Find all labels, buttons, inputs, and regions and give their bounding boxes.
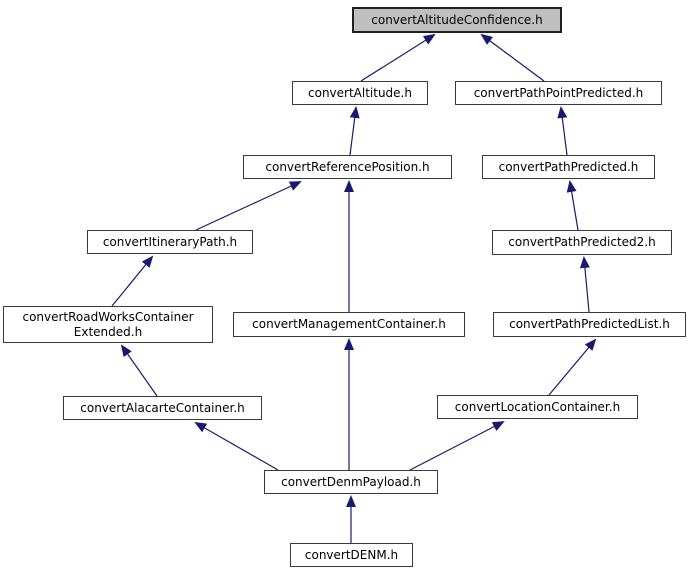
edge-denm-payload-to-alacarte-container <box>194 422 279 471</box>
graph-node-path-predicted2[interactable]: convertPathPredicted2.h <box>492 230 672 255</box>
edge-location-container-to-path-predicted-list <box>548 338 597 396</box>
edge-altitude-to-altitude-confidence <box>360 33 436 82</box>
graph-node-path-predicted[interactable]: convertPathPredicted.h <box>482 155 655 179</box>
edge-path-predicted-list-to-path-predicted2 <box>579 256 590 313</box>
edge-itinerary-path-to-reference-position <box>195 181 302 231</box>
edge-road-works-container-to-itinerary-path <box>111 255 154 307</box>
graph-node-altitude-confidence: convertAltitudeConfidence.h <box>352 7 562 33</box>
graph-node-management-container[interactable]: convertManagementContainer.h <box>233 312 465 337</box>
edge-denm-payload-to-location-container <box>409 421 505 471</box>
graph-node-reference-position[interactable]: convertReferencePosition.h <box>243 155 452 179</box>
graph-node-path-point-predicted[interactable]: convertPathPointPredicted.h <box>455 81 662 105</box>
graph-node-denm[interactable]: convertDENM.h <box>290 543 413 567</box>
edge-alacarte-container-to-road-works-container <box>120 344 158 397</box>
graph-node-denm-payload[interactable]: convertDenmPayload.h <box>264 470 438 494</box>
graph-node-path-predicted-list[interactable]: convertPathPredictedList.h <box>493 312 686 337</box>
graph-node-altitude[interactable]: convertAltitude.h <box>292 81 428 105</box>
graph-node-road-works-container[interactable]: convertRoadWorksContainer Extended.h <box>3 306 213 343</box>
include-edges <box>111 33 597 543</box>
graph-node-location-container[interactable]: convertLocationContainer.h <box>437 395 638 419</box>
edge-path-point-predicted-to-altitude-confidence <box>480 33 545 82</box>
edge-reference-position-to-altitude <box>349 106 360 156</box>
graph-node-itinerary-path[interactable]: convertItineraryPath.h <box>87 230 253 254</box>
edge-path-predicted-to-path-point-predicted <box>557 106 568 156</box>
edge-path-predicted2-to-path-predicted <box>566 180 579 231</box>
graph-node-alacarte-container[interactable]: convertAlacarteContainer.h <box>63 396 262 420</box>
